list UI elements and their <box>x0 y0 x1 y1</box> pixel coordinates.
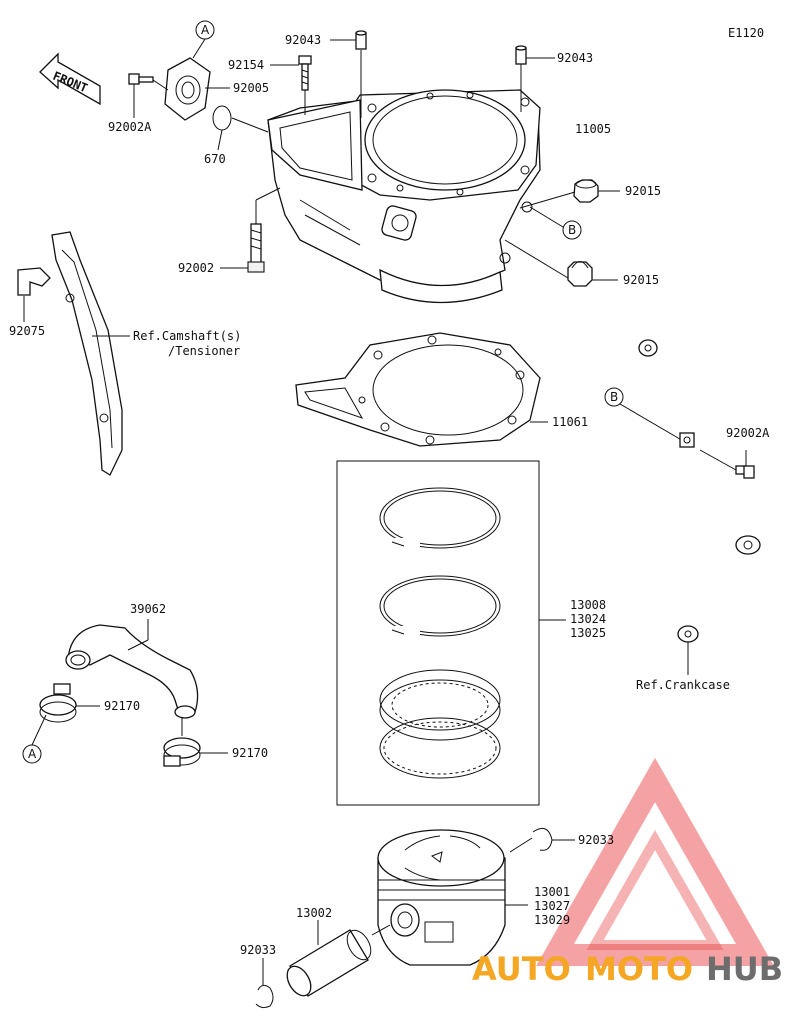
label-92033-lower: 92033 <box>240 943 276 957</box>
bolt-92002a-left <box>128 73 169 118</box>
chain-guide <box>51 231 130 476</box>
circlip-92033-upper <box>509 827 575 853</box>
watermark-text: AUTO MOTO HUB <box>472 950 783 988</box>
label-ref-camshaft: Ref.Camshaft(s) <box>133 329 241 343</box>
dowel-pin-92043-left <box>330 30 367 118</box>
bolt-92154 <box>270 55 312 115</box>
fitting-92005 <box>164 57 230 121</box>
hose-39062 <box>65 619 199 719</box>
label-11005: 11005 <box>575 122 611 136</box>
label-ref-crankcase: Ref.Crankcase <box>636 678 730 692</box>
label-rings-13008: 13008 <box>570 598 606 612</box>
label-92154: 92154 <box>228 58 264 72</box>
label-piston-13001: 13001 <box>534 885 570 899</box>
gasket-11061 <box>295 332 548 447</box>
label-92075: 92075 <box>9 324 45 338</box>
label-piston-13029: 13029 <box>534 913 570 927</box>
o-ring-670 <box>212 105 269 151</box>
label-92170-left: 92170 <box>104 699 140 713</box>
svg-text:A: A <box>201 23 210 37</box>
label-13002: 13002 <box>296 906 332 920</box>
callout-a-top: A <box>192 20 215 59</box>
dowel-pin-92043-right <box>515 45 555 112</box>
watermark-brand-hub: HUB <box>706 950 783 988</box>
nut-92015-upper <box>519 179 620 209</box>
clamp-92170-right <box>163 718 228 767</box>
piston-pin-13002 <box>286 920 391 997</box>
label-39062: 39062 <box>130 602 166 616</box>
label-92170-right: 92170 <box>232 746 268 760</box>
nut-92015-lower <box>504 239 618 287</box>
label-92015-upper: 92015 <box>625 184 661 198</box>
oil-tube <box>638 339 774 675</box>
front-arrow: FRONT <box>39 52 101 106</box>
label-rings-13025: 13025 <box>570 626 606 640</box>
svg-text:A: A <box>28 747 37 761</box>
circlip-92033-lower <box>255 958 274 1009</box>
label-92005: 92005 <box>233 81 269 95</box>
cylinder-11005 <box>267 89 541 304</box>
label-92033-upper: 92033 <box>578 833 614 847</box>
label-670: 670 <box>204 152 226 166</box>
bolt-92002a-right <box>699 449 755 479</box>
watermark-logo <box>536 757 774 966</box>
label-92002: 92002 <box>178 261 214 275</box>
watermark-brand-auto: AUTO <box>472 950 571 988</box>
svg-text:B: B <box>568 223 576 237</box>
label-92002a-left: 92002A <box>108 120 152 134</box>
label-piston-13027: 13027 <box>534 899 570 913</box>
bolt-92002 <box>220 187 281 273</box>
callout-a-clamp: A <box>22 714 47 764</box>
label-ref-tensioner: /Tensioner <box>168 344 240 358</box>
part-92075 <box>17 267 51 322</box>
clamp-92170-left <box>39 683 100 723</box>
label-92043-right: 92043 <box>557 51 593 65</box>
svg-text:B: B <box>610 390 618 404</box>
diagram-code: E1120 <box>728 26 764 40</box>
label-rings-13024: 13024 <box>570 612 606 626</box>
label-11061: 11061 <box>552 415 588 429</box>
label-92043-left: 92043 <box>285 33 321 47</box>
label-92015-lower: 92015 <box>623 273 659 287</box>
callout-b-right: B <box>529 206 582 240</box>
label-92002a-right: 92002A <box>726 426 770 440</box>
ring-set-box <box>336 460 566 806</box>
piston <box>377 829 528 966</box>
watermark-brand-moto: MOTO <box>585 950 693 988</box>
callout-b-tube: B <box>604 387 686 443</box>
